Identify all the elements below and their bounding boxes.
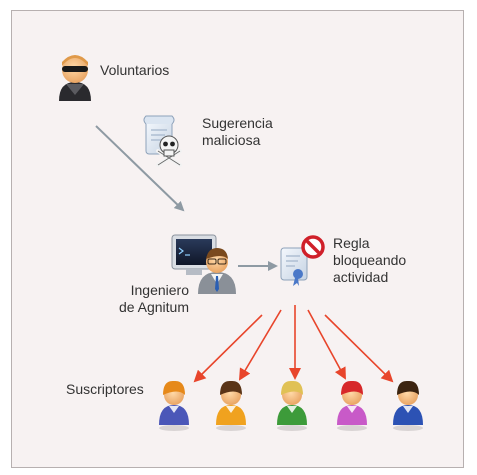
- engineer-computer-icon: [171, 234, 236, 294]
- label-engineer: Ingeniero de Agnitum: [118, 282, 189, 315]
- subscriber-icon: [277, 380, 307, 431]
- red-arrows: [193, 305, 394, 383]
- arrow-rule-to-subscriber-2: [238, 309, 282, 381]
- blocked-certificate-icon: [280, 235, 325, 286]
- subscriber-icon: [159, 380, 189, 431]
- subscriber-icon: [216, 380, 246, 431]
- subscribers-group: [159, 380, 423, 431]
- arrow-rule-to-subscriber-1: [193, 314, 263, 383]
- label-volunteers: Voluntarios: [100, 62, 170, 78]
- subscriber-icon: [337, 380, 367, 431]
- label-rule: Regla bloqueando actividad: [333, 235, 407, 285]
- label-malicious-suggestion: Sugerencia maliciosa: [202, 115, 273, 148]
- arrow-rule-to-subscriber-5: [324, 314, 394, 383]
- arrow-rule-to-subscriber-4: [307, 309, 346, 380]
- label-subscribers: Suscriptores: [66, 381, 144, 397]
- volunteer-icon: [59, 55, 91, 101]
- arrow-volunteer-to-engineer: [95, 125, 185, 212]
- subscriber-icon: [393, 380, 423, 431]
- document-skull-icon: [143, 115, 182, 167]
